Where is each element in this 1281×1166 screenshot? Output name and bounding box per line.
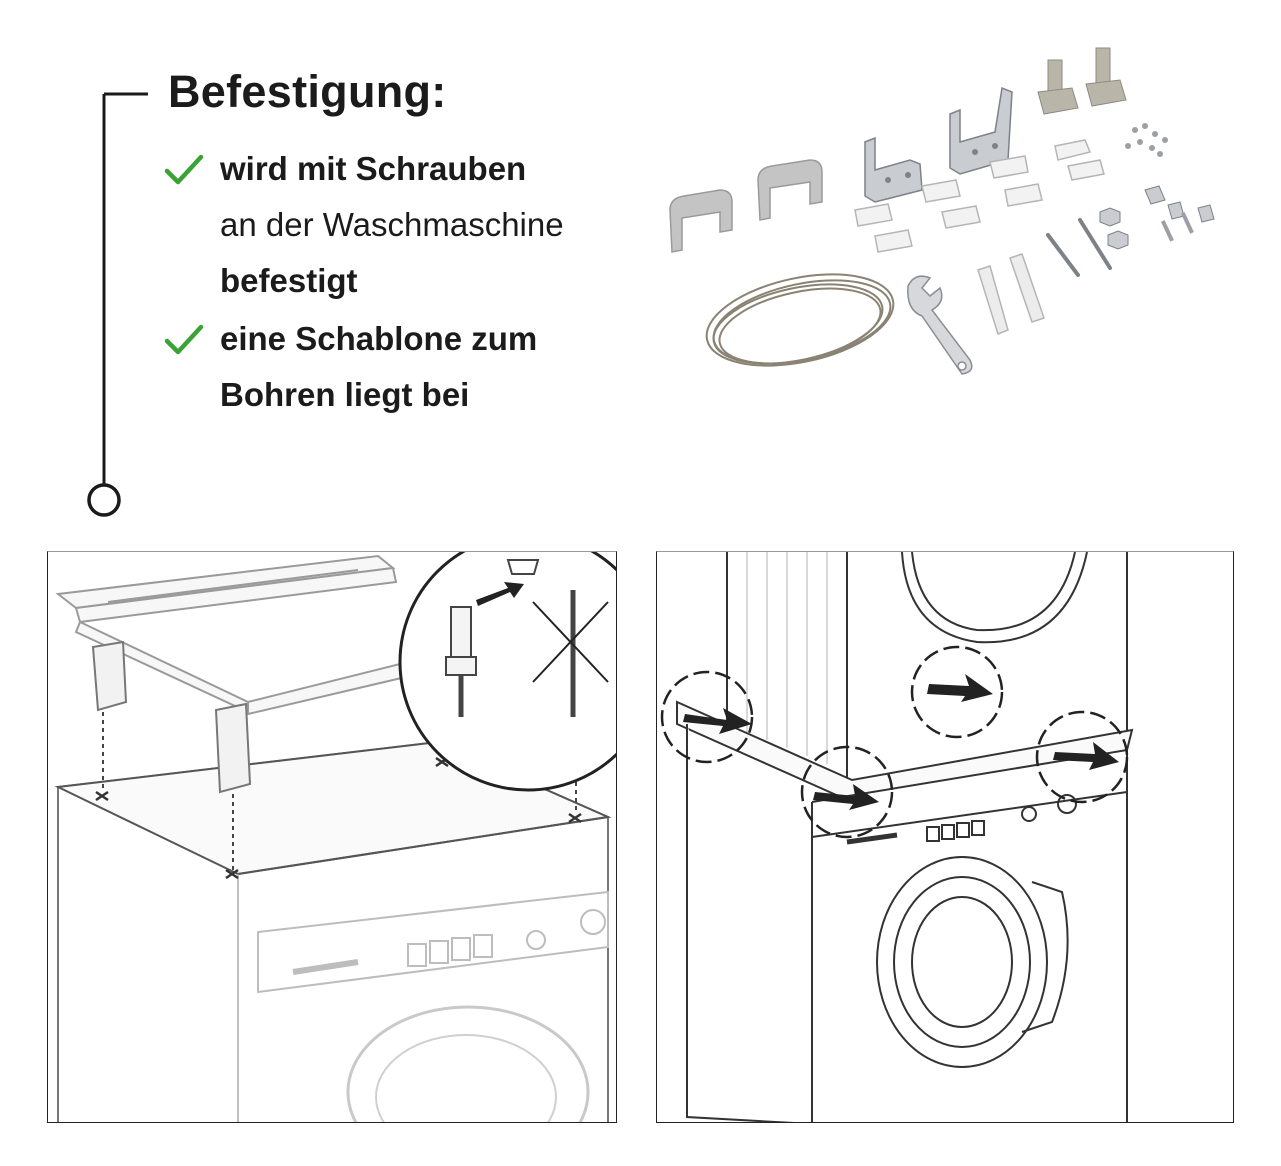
grey-foot-1 [1037, 59, 1079, 115]
wrench [907, 275, 973, 375]
arrow-icon [476, 582, 524, 606]
metal-bracket-2 [949, 86, 1013, 175]
drill-marks [95, 756, 582, 880]
stacking-frame [55, 554, 412, 716]
checkmark-icon [164, 154, 204, 185]
feature-2-line-1: eine Schablone zum [220, 320, 538, 357]
washing-machine-bottom [686, 724, 1128, 1122]
feature-1-line-3: befestigt [220, 262, 358, 299]
small-screws [1099, 123, 1215, 250]
wall-plugs [977, 253, 1045, 335]
connector-end-circle [87, 483, 121, 517]
arrow-icon [683, 674, 1119, 810]
washer-controls [846, 794, 1077, 1068]
white-clips [854, 139, 1105, 253]
grey-clip-1 [669, 189, 733, 253]
grey-foot-2 [1085, 47, 1127, 107]
long-screws [1046, 218, 1112, 277]
callout-connector [87, 92, 148, 517]
checkmark-icon [164, 324, 204, 355]
section-heading: Befestigung: [168, 66, 447, 117]
feature-1-line-1: wird mit Schrauben [220, 150, 527, 187]
feature-2-line-2: Bohren liegt bei [220, 376, 470, 413]
hardware-kit-image [669, 47, 1215, 375]
inset-correct-screw [445, 606, 477, 717]
wire-coil [705, 273, 895, 367]
drilling-illustration-panel [47, 551, 617, 1123]
inset-wrong-screw [532, 590, 609, 717]
feature-1-line-2: an der Waschmaschine [220, 206, 564, 243]
highlight-circles [660, 645, 1129, 839]
dryer-side-ribs [746, 552, 828, 764]
metal-bracket-1 [864, 136, 923, 203]
grey-clip-2 [757, 159, 823, 221]
frame-legs [91, 640, 252, 794]
stacked-machines-panel [656, 551, 1234, 1123]
